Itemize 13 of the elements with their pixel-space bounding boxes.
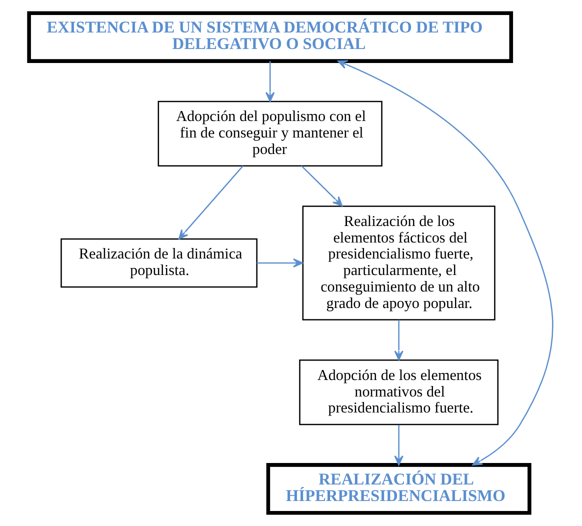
arrow (394, 424, 404, 466)
arrow (266, 61, 275, 102)
node-box: Realización de los elementos fácticos del presidencialismo fuerte, particularmente, el conseguimiento de un alto grado de apoyo popular. (302, 206, 496, 320)
node-box: Realización de la dinámica populista. (60, 238, 258, 288)
arrow (256, 258, 303, 268)
node-box: Adopción de los elementos normativos del presidencialismo fuerte. (299, 360, 499, 426)
node-box: Adopción del populismo con el fin de conseguir y mantener el poder (158, 100, 382, 166)
arrow (337, 60, 554, 466)
node-box: EXISTENCIA DE UN SISTEMA DEMOCRÁTICO DE TIPO DELEGATIVO O SOCIAL (27, 11, 514, 63)
arrow (301, 166, 343, 206)
node-box: REALIZACIÓN DEL HÍPERPRESIDENCIALISMO (266, 463, 532, 515)
arrow (394, 320, 404, 361)
arrow (178, 166, 244, 240)
